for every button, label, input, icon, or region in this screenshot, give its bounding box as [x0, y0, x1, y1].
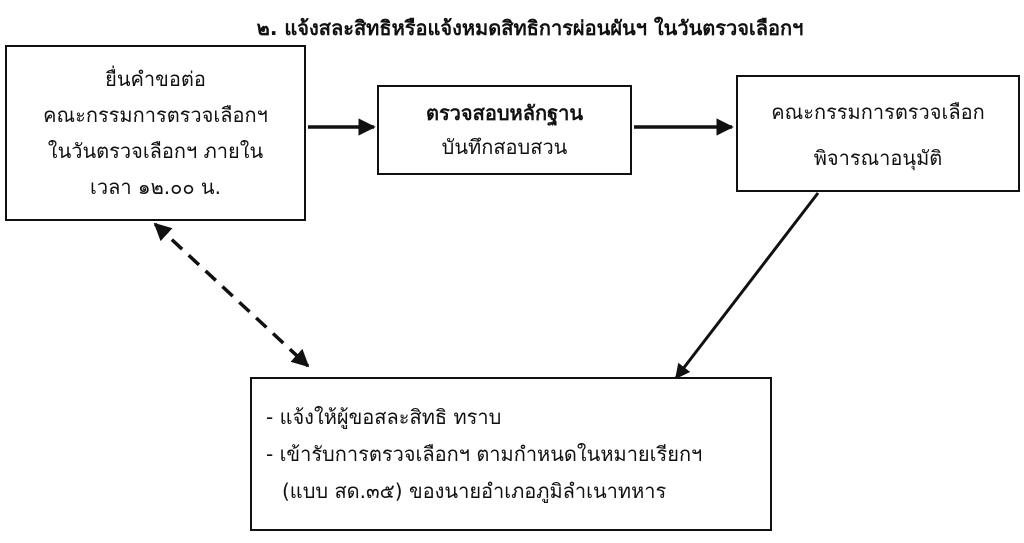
- box-text-line: - แจ้งให้ผู้ขอสละสิทธิ ทราบ: [266, 404, 502, 429]
- arrow-committee-to-result: [674, 192, 820, 380]
- box-heading: ตรวจสอบหลักฐาน: [425, 101, 584, 125]
- box-text-line: - เข้ารับการตรวจเลือกฯ ตามกำหนดในหมายเรี…: [266, 441, 703, 466]
- box-text-line: คณะกรรมการตรวจเลือกฯ: [43, 103, 268, 127]
- box-text-line: เวลา ๑๒.๐๐ น.: [90, 175, 221, 199]
- dashed-link-submit-result: [153, 222, 310, 368]
- committee-approval-box: คณะกรรมการตรวจเลือก พิจารณาอนุมัติ: [736, 75, 1020, 192]
- submit-request-box: ยื่นคำขอต่อ คณะกรรมการตรวจเลือกฯ ในวันตร…: [5, 45, 306, 221]
- box-text-line: (แบบ สด.๓๕) ของนายอำเภอภูมิลำเนาทหาร: [282, 478, 667, 503]
- box-text-line: พิจารณาอนุมัติ: [813, 146, 943, 170]
- box-text-line: คณะกรรมการตรวจเลือก: [771, 100, 985, 124]
- verify-evidence-box: ตรวจสอบหลักฐาน บันทึกสอบสวน: [377, 85, 632, 175]
- diagram-title: ๒. แจ้งสละสิทธิหรือแจ้งหมดสิทธิการผ่อนผั…: [256, 16, 804, 40]
- box-subheading: บันทึกสอบสวน: [441, 135, 568, 159]
- box-text-line: ในวันตรวจเลือกฯ ภายใน: [47, 139, 264, 163]
- notify-result-box: - แจ้งให้ผู้ขอสละสิทธิ ทราบ - เข้ารับการ…: [250, 377, 772, 531]
- box-text-line: ยื่นคำขอต่อ: [105, 67, 206, 91]
